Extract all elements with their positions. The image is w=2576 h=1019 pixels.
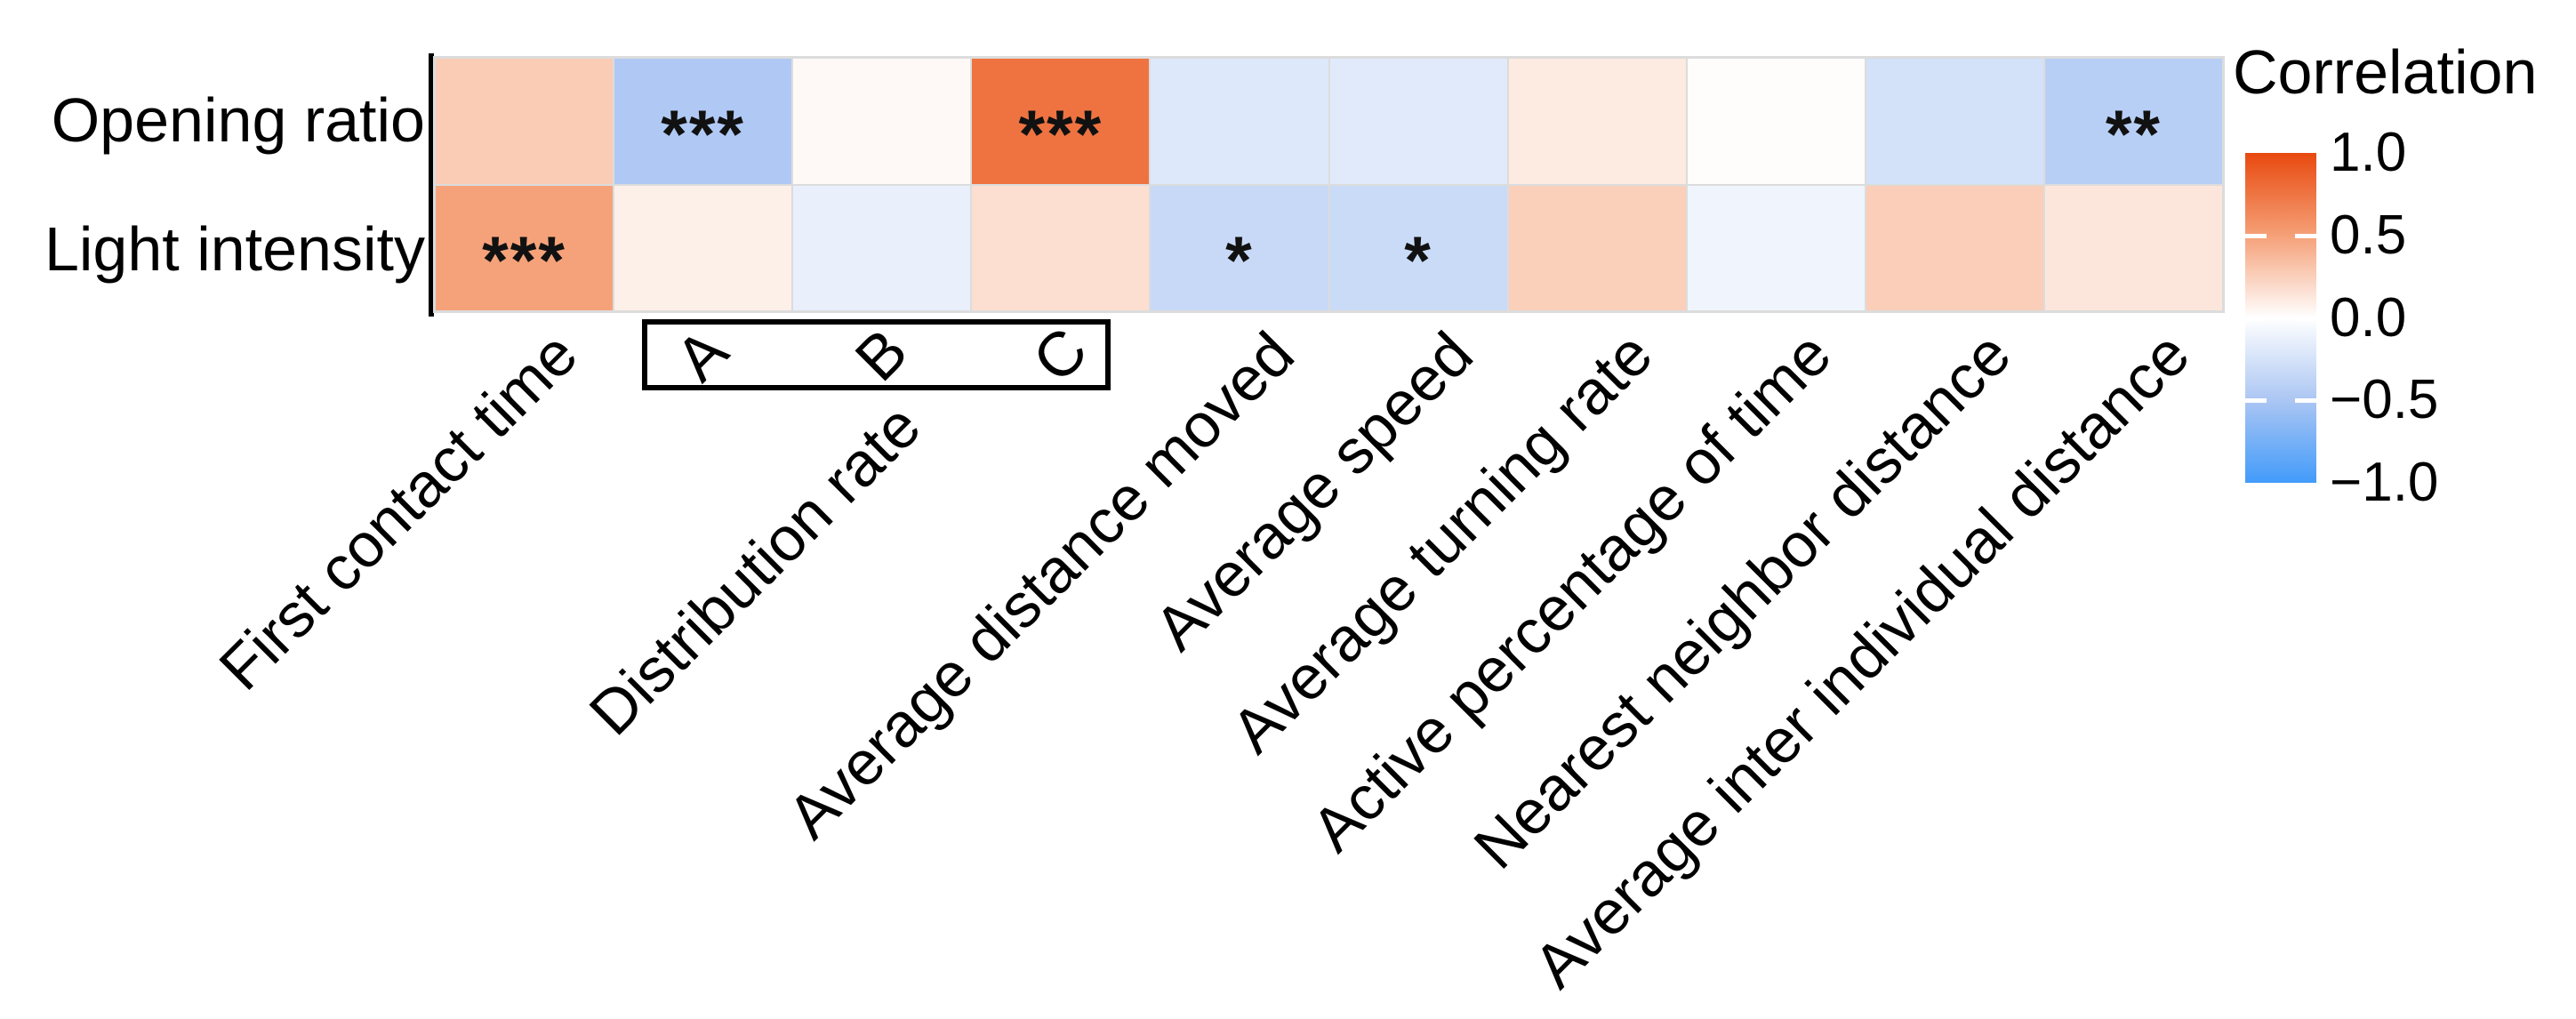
heatmap-cell <box>971 184 1151 311</box>
heatmap-cell: * <box>1150 184 1329 311</box>
legend-tick-label: 1.0 <box>2330 122 2407 183</box>
column-label: First contact time <box>205 318 590 703</box>
significance-stars: *** <box>1018 96 1103 173</box>
legend-tick-label: 0.0 <box>2330 286 2407 349</box>
heatmap-cell <box>1686 184 1866 311</box>
legend-tick-label: −0.5 <box>2330 369 2439 431</box>
legend-tick-mark <box>2295 316 2316 321</box>
y-axis-line <box>429 53 434 317</box>
heatmap-cell: ** <box>2043 58 2223 185</box>
heatmap-cell <box>2043 184 2223 311</box>
heatmap-cell: * <box>1328 184 1508 311</box>
column-group-label: Distribution rate <box>575 390 934 749</box>
significance-stars: * <box>1225 223 1254 300</box>
heatmap-cell <box>1865 58 2044 185</box>
significance-stars: ** <box>2105 96 2163 173</box>
significance-stars: *** <box>482 223 566 300</box>
distribution-rate-group-box <box>642 319 1111 390</box>
legend-tick-label: 0.5 <box>2330 204 2407 266</box>
heatmap-cell <box>1150 58 1329 185</box>
significance-stars: *** <box>661 96 745 173</box>
heatmap-cell <box>1507 184 1687 311</box>
legend-tick-mark <box>2245 398 2267 404</box>
heatmap-cell <box>792 58 972 185</box>
row-label: Light intensity <box>44 213 425 284</box>
heatmap-cell: *** <box>971 58 1151 185</box>
heatmap-cell <box>614 184 793 311</box>
legend-tick-mark <box>2295 233 2316 238</box>
legend-tick-mark <box>2245 233 2267 238</box>
significance-stars: * <box>1404 223 1432 300</box>
heatmap-cell: *** <box>435 184 614 311</box>
heatmap-cell <box>1507 58 1687 185</box>
legend-tick-mark <box>2295 398 2316 404</box>
heatmap-cell <box>1686 58 1866 185</box>
heatmap-cell <box>1328 58 1508 185</box>
legend-tick-mark <box>2245 316 2267 321</box>
heatmap-cell <box>435 58 614 185</box>
legend-title: Correlation <box>2233 37 2538 107</box>
legend-tick-label: −1.0 <box>2330 452 2439 513</box>
heatmap-cell <box>1865 184 2044 311</box>
heatmap-grid: ************* <box>433 56 2225 313</box>
row-label: Opening ratio <box>51 85 425 156</box>
heatmap-cell: *** <box>614 58 793 185</box>
heatmap-cell <box>792 184 972 311</box>
